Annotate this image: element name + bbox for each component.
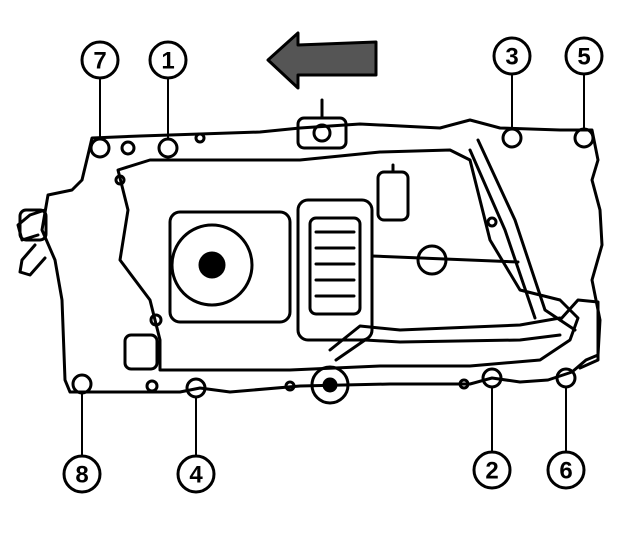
callout-6-label: 6 <box>559 458 572 485</box>
callout-5: 5 <box>564 36 604 76</box>
top-sensor-port <box>312 123 332 143</box>
direction-arrow <box>266 31 378 90</box>
minor-bolt <box>149 313 163 327</box>
bolt-5 <box>573 127 595 149</box>
minor-bolt <box>194 132 206 144</box>
bolt-6 <box>555 367 577 389</box>
callout-5-label: 5 <box>577 44 590 71</box>
connector-housing <box>296 198 374 342</box>
bolt-8 <box>71 373 93 395</box>
throttle-body-hub <box>198 251 226 279</box>
side-fitting <box>18 208 48 242</box>
bolt-1 <box>157 137 179 159</box>
bolt-3 <box>501 127 523 149</box>
callout-4: 4 <box>176 454 216 494</box>
minor-bolt <box>284 380 296 392</box>
leader-lines <box>81 73 585 457</box>
minor-bolt <box>145 379 159 393</box>
callout-2: 2 <box>472 450 512 490</box>
callout-8-label: 8 <box>75 462 88 489</box>
bolt-7 <box>89 137 111 159</box>
lower-sensor-hub <box>322 377 338 393</box>
minor-bolt <box>458 378 470 390</box>
minor-bolt <box>114 174 126 186</box>
small-valve <box>376 170 410 222</box>
center-port-rib <box>370 254 520 264</box>
fuel-line <box>328 316 562 362</box>
callout-7: 7 <box>80 40 120 80</box>
minor-bolt <box>120 140 136 156</box>
top-sensor <box>296 116 348 150</box>
manifold-outline <box>40 118 604 394</box>
callout-2-label: 2 <box>485 458 498 485</box>
right-bracket <box>558 298 600 370</box>
minor-bolt <box>486 216 498 228</box>
fuel-rail <box>468 138 577 332</box>
side-bracket <box>16 208 47 277</box>
connector-pins <box>314 230 356 298</box>
lower-cylinder <box>123 333 159 371</box>
callout-7-label: 7 <box>93 48 106 75</box>
callout-8: 8 <box>62 454 102 494</box>
callout-3: 3 <box>492 36 532 76</box>
callout-3-label: 3 <box>505 44 518 71</box>
callout-1-label: 1 <box>161 48 174 75</box>
callout-6: 6 <box>546 450 586 490</box>
throttle-body-frame <box>168 210 292 324</box>
callout-1: 1 <box>148 40 188 80</box>
connector-plug <box>308 216 362 316</box>
throttle-body-circle <box>170 223 254 307</box>
lower-sensor <box>310 365 350 405</box>
callout-4-label: 4 <box>189 462 203 489</box>
